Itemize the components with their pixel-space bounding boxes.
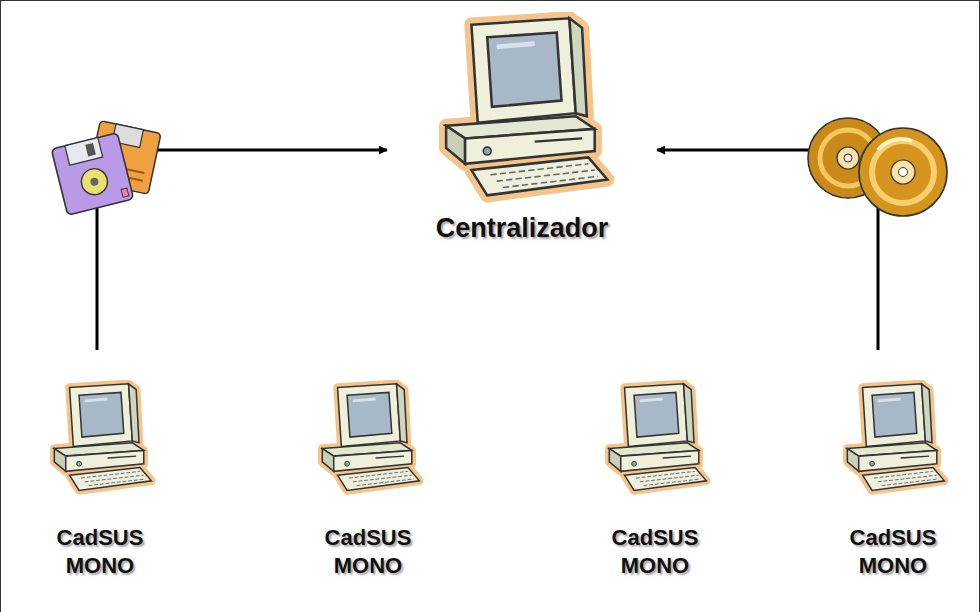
central-computer: Centralizador — [387, 12, 657, 244]
computer-icon — [54, 384, 151, 491]
computer-icon — [596, 380, 714, 498]
computer-icon — [847, 384, 944, 491]
computer-icon — [322, 384, 419, 491]
client-computer: CadSUS MONO — [815, 350, 971, 580]
node-label: CadSUS MONO — [815, 524, 971, 580]
computer-icon — [41, 380, 159, 498]
node-label: CadSUS MONO — [290, 524, 446, 580]
node-label: CadSUS MONO — [22, 524, 178, 580]
computer-icon — [309, 380, 427, 498]
client-computer: CadSUS MONO — [290, 350, 446, 580]
computer-icon — [446, 18, 607, 195]
cd-disc-icon — [808, 118, 947, 216]
computer-icon — [609, 384, 706, 491]
node-label: CadSUS MONO — [577, 524, 733, 580]
floppy-disk-icon — [51, 121, 161, 215]
computer-icon — [834, 380, 952, 498]
computer-icon — [424, 12, 620, 208]
client-computer: CadSUS MONO — [22, 350, 178, 580]
node-label: Centralizador — [436, 212, 609, 244]
transfer-arrow — [97, 150, 387, 350]
client-computer: CadSUS MONO — [577, 350, 733, 580]
